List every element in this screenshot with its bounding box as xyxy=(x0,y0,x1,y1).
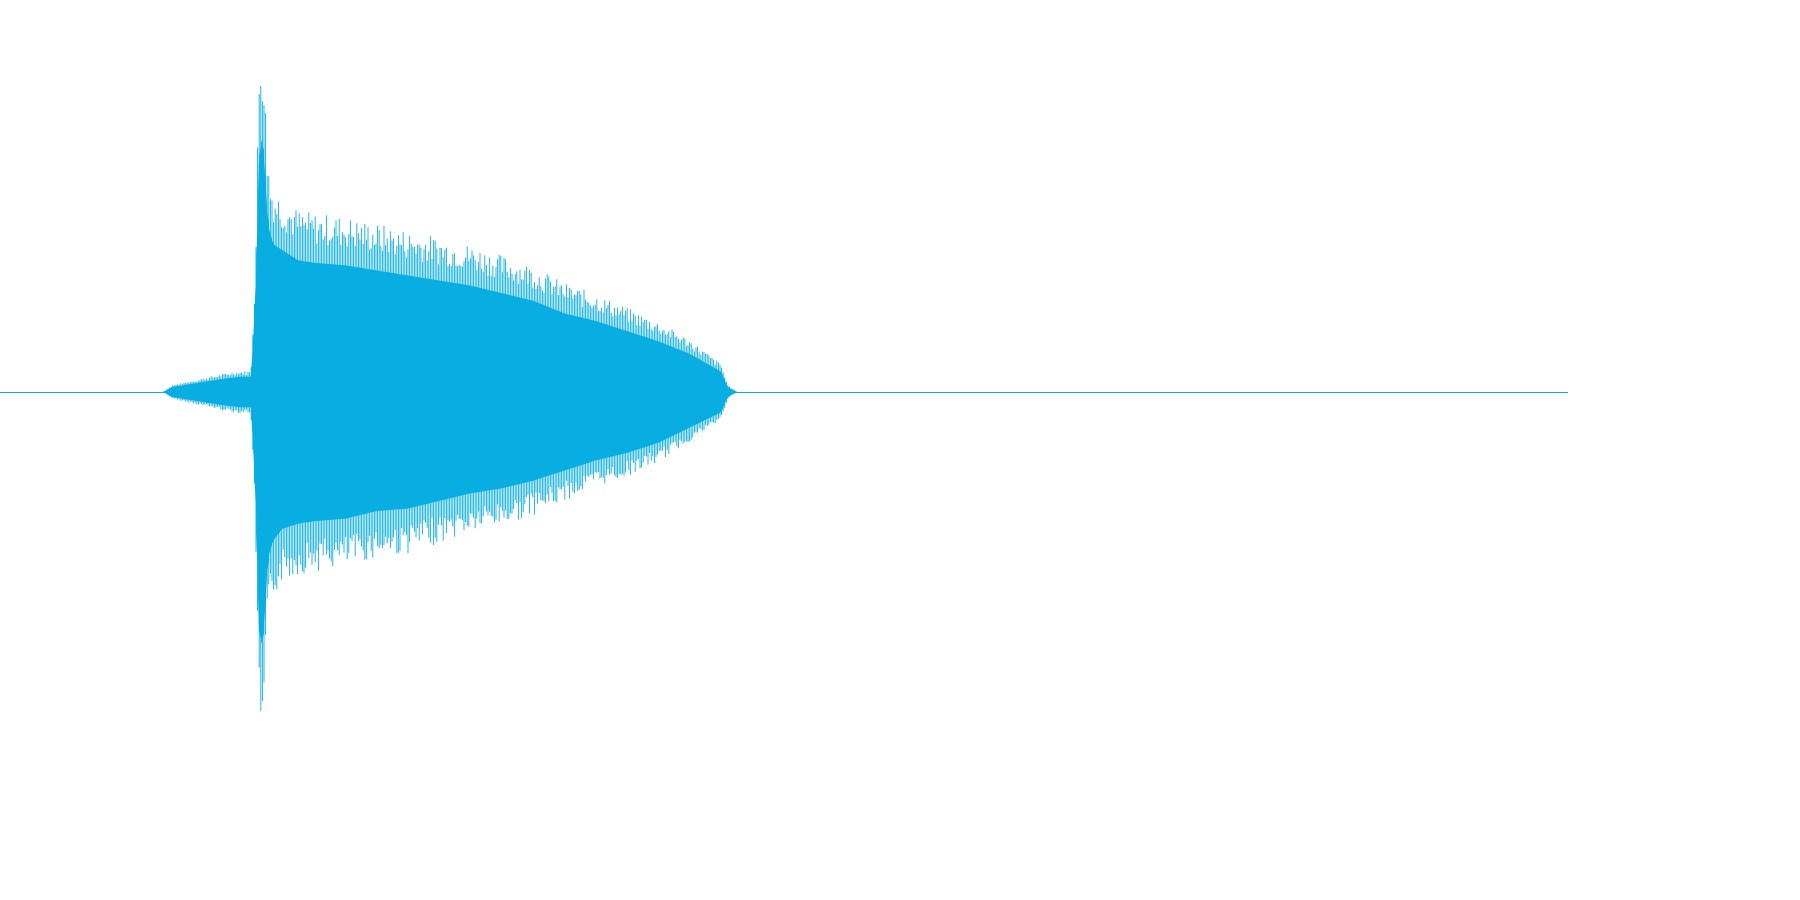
waveform-strokes xyxy=(162,86,737,712)
waveform-layer xyxy=(0,86,1568,712)
